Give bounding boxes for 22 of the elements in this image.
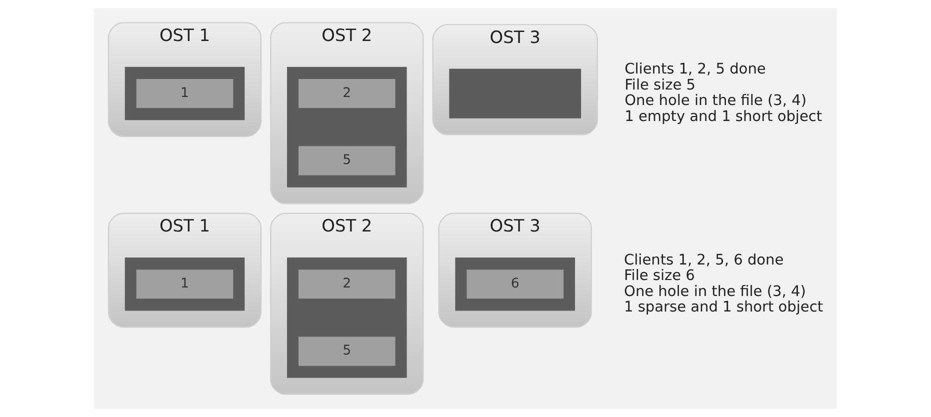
node-box: 2 [298,79,396,108]
node-box: 5 [298,336,396,366]
node-box: 1 [136,270,234,299]
label: File size 5 [624,77,696,94]
label: 1 sparse and 1 short object [624,299,824,316]
node-box: 1 [136,79,234,108]
cluster [455,258,576,311]
node-box: 2 [298,270,396,299]
cluster: OST 3 [432,24,598,136]
label: 1 empty and 1 short object [624,108,822,125]
cluster [124,66,245,120]
cluster [287,66,407,188]
node-box [449,68,582,118]
cluster [287,258,407,378]
label: One hole in the file (3, 4) [624,93,806,110]
label: File size 6 [624,268,695,284]
label: One hole in the file (3, 4) [624,284,806,300]
cluster [124,258,245,311]
node-box: 5 [298,146,396,176]
node-box: 6 [466,270,564,299]
label: Clients 1, 2, 5 done [624,62,766,78]
label: Clients 1, 2, 5, 6 done [624,252,784,268]
